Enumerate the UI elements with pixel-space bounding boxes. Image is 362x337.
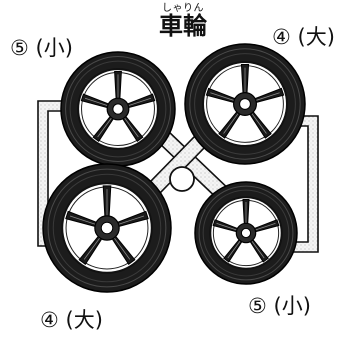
label-top-right-wheel: ④ (大) [272, 25, 335, 49]
wheel-top-left [60, 51, 176, 167]
title-block: しゃりん 車輪 [150, 4, 216, 39]
label-bottom-right-wheel: ⑤ (小) [248, 294, 311, 318]
title-ruby: しゃりん [162, 3, 204, 14]
label-top-left-wheel: ⑤ (小) [10, 36, 73, 60]
label-bottom-left-wheel: ④ (大) [40, 308, 103, 332]
center-joint [169, 166, 195, 192]
wheel-bottom-left [42, 163, 172, 293]
wheel-spokes [65, 185, 149, 265]
wheel-spokes [205, 64, 285, 139]
wheel-bottom-right [194, 181, 298, 285]
wheel-top-right [184, 43, 306, 165]
title: 車輪 [159, 12, 207, 40]
wheels [42, 43, 306, 293]
